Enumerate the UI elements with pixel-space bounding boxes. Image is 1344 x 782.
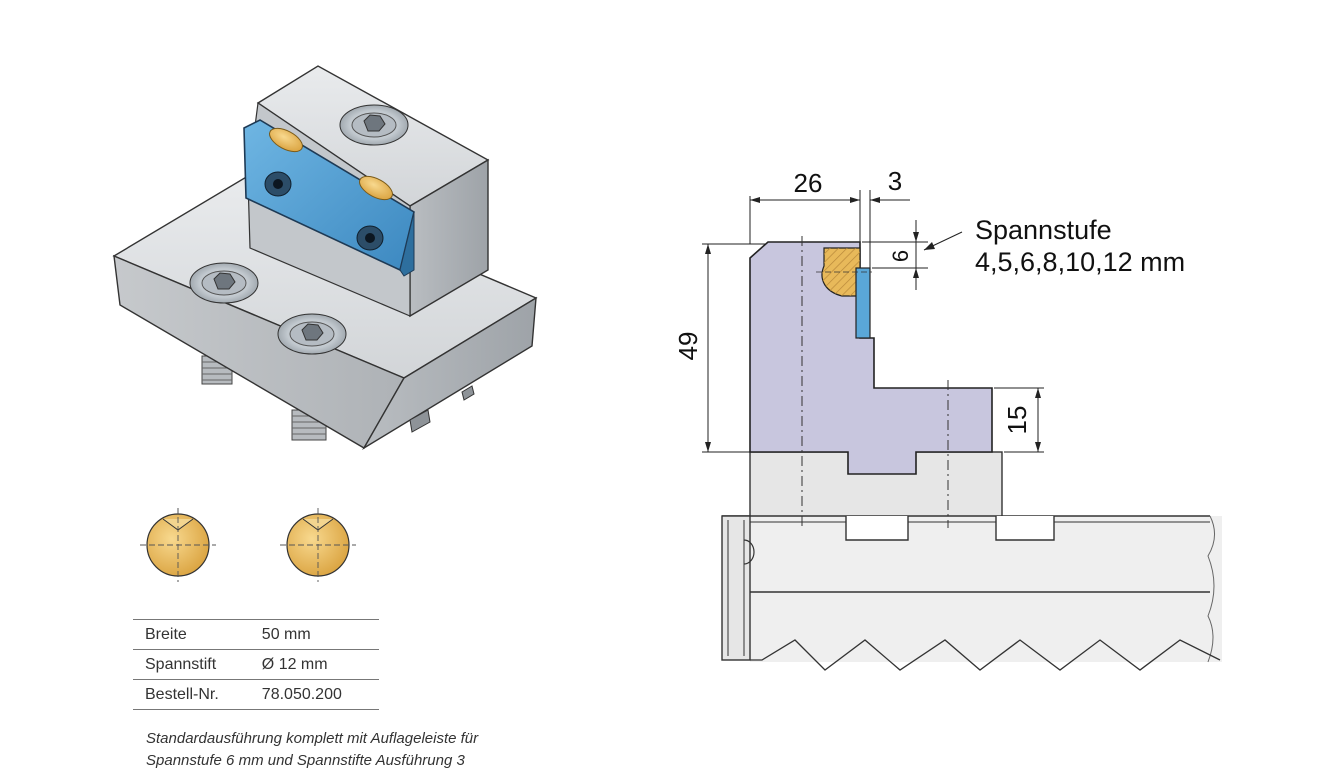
section-drawing: 26 3 6 49 15 Spannstufe 4,5,6,8,10,12 mm <box>673 166 1222 671</box>
spec-label: Bestell-Nr. <box>133 679 256 710</box>
pad-screw-right-icon <box>356 225 384 251</box>
spec-value: Ø 12 mm <box>255 649 379 680</box>
spec-value: 50 mm <box>255 619 379 650</box>
spec-value: 78.050.200 <box>255 679 379 710</box>
base-plate-side <box>362 296 537 451</box>
standard-version-note: Standardausführung komplett mit Auflagel… <box>146 728 478 772</box>
isometric-jaw-view <box>112 65 538 451</box>
dim-15-label: 15 <box>1002 406 1032 435</box>
note-line-2: Spannstufe 6 mm und Spannstifte Ausführu… <box>146 752 465 769</box>
clamp-pin-top-icon <box>269 127 303 153</box>
clamp-pin-symbol-2 <box>280 508 356 582</box>
dim-26-label: 26 <box>794 168 823 198</box>
dim-3-label: 3 <box>888 166 902 196</box>
clamp-pin-symbol-1 <box>140 508 216 582</box>
dim-6-label: 6 <box>888 250 913 262</box>
spec-table: Breite 50 mm Spannstift Ø 12 mm Bestell-… <box>133 619 379 710</box>
jaw-section <box>749 241 993 475</box>
pad-screw-left-icon <box>264 171 292 197</box>
clamp-pin-mid-icon <box>359 175 393 201</box>
spec-row-breite: Breite 50 mm <box>133 619 379 650</box>
base-bolt-right-icon <box>277 313 347 355</box>
spec-row-bestell-nr: Bestell-Nr. 78.050.200 <box>133 679 379 710</box>
upright-bolt-icon <box>339 104 409 146</box>
callout-spannstufe-title: Spannstufe <box>975 215 1112 245</box>
base-bolt-left-icon <box>189 262 259 304</box>
spec-label: Spannstift <box>133 649 256 680</box>
dim-49-label: 49 <box>673 332 703 361</box>
callout-spannstufe-values: 4,5,6,8,10,12 mm <box>975 247 1185 277</box>
spec-label: Breite <box>133 619 256 650</box>
auflageleiste-section <box>855 267 871 339</box>
spec-row-spannstift: Spannstift Ø 12 mm <box>133 649 379 680</box>
note-line-1: Standardausführung komplett mit Auflagel… <box>146 730 479 747</box>
